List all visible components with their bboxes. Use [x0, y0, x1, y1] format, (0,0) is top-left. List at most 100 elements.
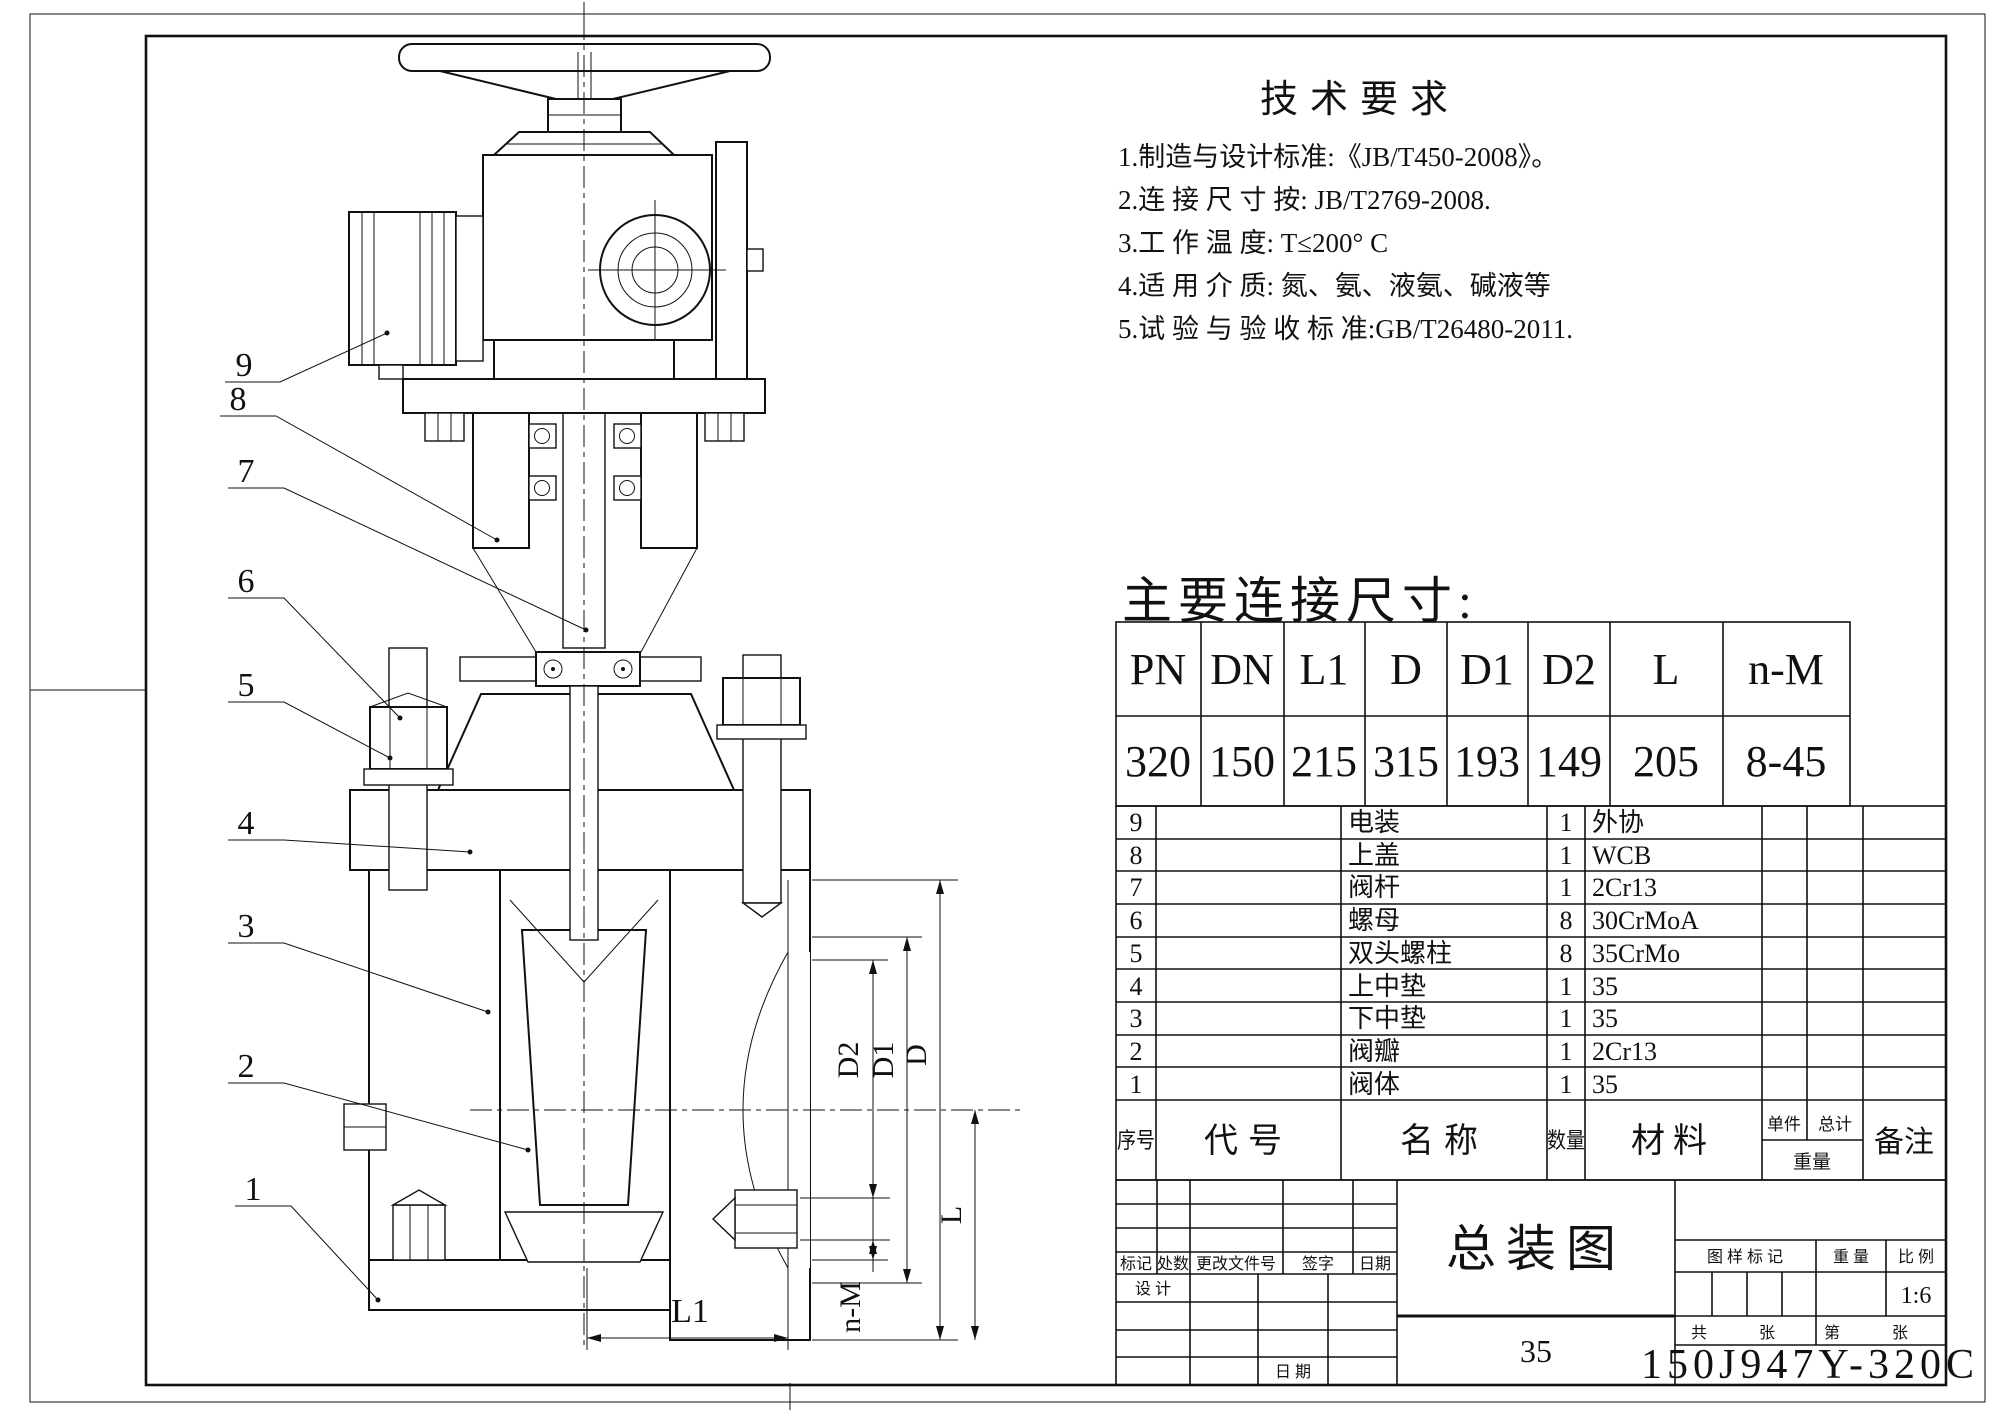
dimension-table: PN DN L1 D D1 D2 L n-M 320 150 215 315 1…	[1115, 621, 1851, 807]
callout-2: 2	[228, 1048, 531, 1153]
table-header-cell: D2	[1542, 645, 1596, 694]
yoke-taper-left	[472, 547, 537, 653]
bottom-inlet-flange	[368, 1259, 671, 1311]
dimension-table-section: 主要连接尺寸: PN DN L1 D D1 D2 L n-M 320	[1115, 573, 1851, 807]
table-row: 9 电装 1 外协	[1130, 808, 1645, 837]
clamp-bar-right	[639, 656, 702, 682]
dim-label-D1: D1	[867, 1042, 900, 1079]
dim-label-D2: D2	[832, 1042, 865, 1079]
mark-label: 图 样 标 记	[1707, 1248, 1783, 1266]
sheet-note: 35	[1520, 1333, 1552, 1369]
bottom-bolt-right	[734, 1189, 798, 1249]
leader-dot	[387, 755, 393, 761]
rev-header-cell: 日期	[1359, 1255, 1391, 1273]
bolt-center	[621, 667, 625, 671]
nut-chamfer	[369, 692, 448, 708]
drawing-title: 总装图	[1446, 1221, 1626, 1277]
dim-nM: n-M	[834, 1166, 877, 1333]
total-sheets-label: 共 张	[1691, 1324, 1799, 1342]
clamp-bar-left	[459, 656, 537, 682]
dim-L: L	[935, 1110, 979, 1340]
rev-header-cell: 更改文件号	[1196, 1255, 1276, 1273]
electric-actuator	[348, 131, 764, 380]
date-label: 日 期	[1275, 1363, 1311, 1381]
drawing-title-cell: 总装图 35	[1397, 1180, 1676, 1385]
leader-dot	[485, 1009, 491, 1015]
table-header-cell: n-M	[1748, 645, 1824, 694]
bom-header-remark: 备注	[1874, 1126, 1934, 1159]
bottom-bolt-left-head	[390, 1189, 448, 1206]
bom-name: 上盖	[1348, 841, 1400, 870]
bom-name: 螺母	[1348, 906, 1400, 935]
handwheel-spoke-left	[439, 70, 557, 100]
weight-label: 重 量	[1833, 1248, 1869, 1266]
bom-rows: 9 电装 1 外协 8 上盖 1 WCB 7 阀杆 1 2Cr13 6 螺母 8	[1130, 808, 1700, 1099]
dim-label-L: L	[935, 1206, 968, 1224]
bom-name: 双头螺柱	[1348, 939, 1452, 968]
side-plate-stub	[746, 248, 764, 272]
bearing-ball	[534, 480, 550, 496]
leader-dot	[525, 1147, 531, 1153]
yoke-taper-right	[640, 547, 698, 653]
table-cell: 205	[1633, 737, 1699, 786]
callout-5: 5	[228, 667, 393, 761]
leader-dot	[384, 330, 390, 336]
table-cell: 150	[1209, 737, 1275, 786]
bom-qty: 1	[1560, 808, 1573, 837]
callout-3: 3	[228, 908, 491, 1015]
scale-label: 比 例	[1898, 1248, 1934, 1266]
revision-header-row: 标记 处数 更改文件号 签字 日期	[1120, 1255, 1391, 1273]
bom-name: 阀瓣	[1348, 1037, 1400, 1066]
bom-material: 2Cr13	[1592, 1037, 1657, 1066]
bom-material: 35	[1592, 972, 1618, 1001]
table-row: 7 阀杆 1 2Cr13	[1130, 873, 1658, 902]
bom-qty: 1	[1560, 972, 1573, 1001]
bom-header-weight: 重量	[1793, 1151, 1831, 1173]
bom-qty: 1	[1560, 1004, 1573, 1033]
callout-number: 7	[238, 453, 255, 490]
table-cell: 149	[1536, 737, 1602, 786]
table-cell: 8-45	[1746, 737, 1827, 786]
sheet-no-label: 第 张	[1824, 1324, 1932, 1342]
table-header-cell: L	[1653, 645, 1680, 694]
tech-requirements: 技术要求 1.制造与设计标准:《JB/T450-2008》。 2.连 接 尺 寸…	[1118, 79, 1573, 344]
table-header-cell: DN	[1210, 645, 1274, 694]
table-header-cell: PN	[1130, 645, 1186, 694]
dim-table-headers: PN DN L1 D D1 D2 L n-M	[1130, 645, 1824, 694]
body-fittings	[343, 1103, 798, 1261]
bom-qty: 1	[1560, 873, 1573, 902]
bom-material: 30CrMoA	[1592, 906, 1699, 935]
yoke-bearings	[528, 423, 642, 501]
dim-label-nM: n-M	[834, 1281, 867, 1333]
leader-line	[228, 487, 587, 631]
dim-L1: L1	[586, 1268, 789, 1350]
bom-seq: 8	[1130, 841, 1143, 870]
bom-name: 下中垫	[1348, 1004, 1426, 1033]
table-header-cell: D1	[1460, 645, 1514, 694]
dim-label-L1: L1	[671, 1293, 709, 1330]
flange-bolt-right	[704, 412, 745, 442]
bearing-ball	[534, 428, 550, 444]
stud-left-washer	[363, 768, 454, 786]
bom-material: 35CrMo	[1592, 939, 1680, 968]
rev-header-cell: 签字	[1302, 1255, 1334, 1273]
tech-req-item: 3.工 作 温 度: T≤200° C	[1118, 228, 1388, 258]
bom-material: 35	[1592, 1070, 1618, 1099]
tech-req-item: 1.制造与设计标准:《JB/T450-2008》。	[1118, 142, 1558, 172]
dim-D1: D1	[867, 937, 911, 1283]
stud-left-nut	[369, 706, 448, 770]
callout-number: 6	[238, 563, 255, 600]
tech-requirements-title: 技术要求	[1260, 79, 1460, 121]
title-block: 标记 处数 更改文件号 签字 日期 设 计 日 期 总装图 35	[1115, 1179, 1974, 1388]
bearing-ball	[619, 480, 635, 496]
callout-number: 8	[230, 381, 247, 418]
table-cell: 215	[1291, 737, 1357, 786]
leader-dot	[494, 537, 500, 543]
actuator-housing	[482, 154, 713, 341]
stem-assembly	[459, 412, 702, 941]
table-row: 2 阀瓣 1 2Cr13	[1130, 1037, 1658, 1066]
table-row: 3 下中垫 1 35	[1130, 1004, 1619, 1033]
table-header-cell: D	[1390, 645, 1422, 694]
bearing-block	[613, 423, 642, 449]
